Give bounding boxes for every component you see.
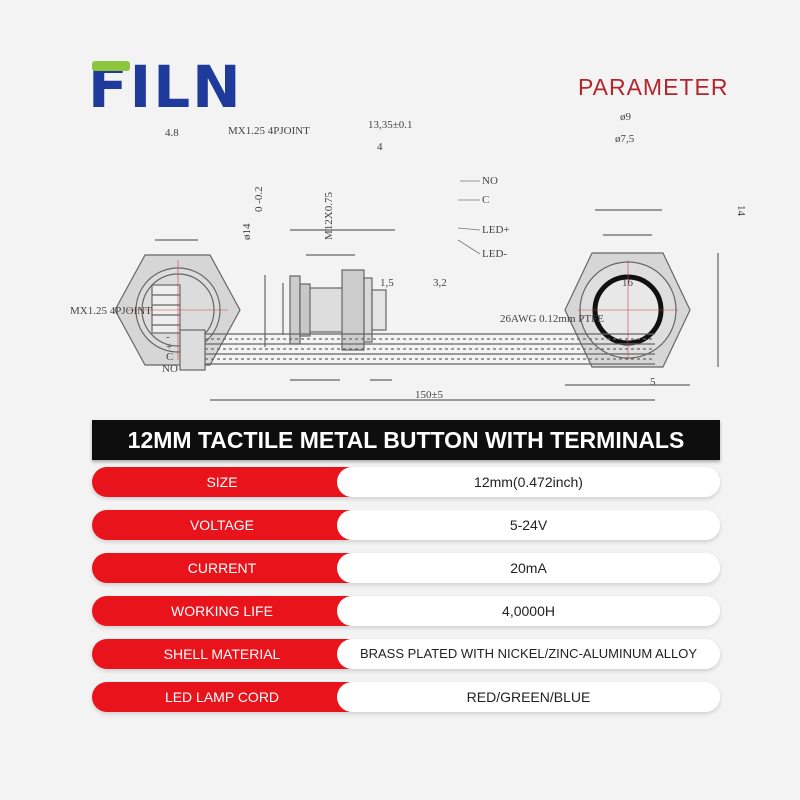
technical-drawing: 4.8 MX1.25 4PJOINT 13,35±0.1 4 ø14 0 -0.… — [70, 111, 747, 401]
pin-label: C — [482, 194, 489, 206]
spec-label: SIZE — [92, 467, 352, 497]
brand-logo: FILN — [88, 58, 243, 116]
spec-label: CURRENT — [92, 553, 352, 583]
cable-spec-label: 26AWG 0.12mm PTFE — [500, 313, 604, 325]
dim-side-length: 13,35±0.1 — [368, 119, 413, 131]
spec-value: 4,0000H — [337, 596, 720, 626]
pin-label: LED+ — [482, 224, 510, 236]
dim-diameter: ø14 — [241, 223, 253, 240]
spec-label: SHELL MATERIAL — [92, 639, 352, 669]
dim-height: 14 — [735, 205, 747, 217]
dim-strip-length: 5 — [650, 376, 656, 388]
dim-inner-ring: ø7,5 — [615, 133, 635, 145]
spec-label: LED LAMP CORD — [92, 682, 352, 712]
dim-flange: 1,5 — [380, 277, 394, 289]
cable-pin-label: NO — [162, 363, 178, 375]
spec-value: 5-24V — [337, 510, 720, 540]
page-heading: PARAMETER — [578, 74, 729, 100]
dim-front-width: 4.8 — [165, 127, 179, 139]
spec-value: RED/GREEN/BLUE — [337, 682, 720, 712]
connector-label: MX1.25 4PJOINT — [228, 125, 310, 137]
spec-value: BRASS PLATED WITH NICKEL/ZINC-ALUMINUM A… — [337, 639, 720, 669]
logo-text: ILN — [129, 53, 243, 121]
cable-pin-label: - — [166, 331, 170, 343]
dim-width: 16 — [622, 277, 634, 289]
dim-thread-length: 4 — [377, 141, 383, 153]
dim-cable-length: 150±5 — [415, 389, 444, 401]
dim-diameter-tolerance: 0 -0.2 — [253, 186, 265, 212]
pin-label: LED- — [482, 248, 507, 260]
dim-terminal: 3,2 — [433, 277, 447, 289]
cable-pin-label: C — [166, 351, 173, 363]
pin-label: NO — [482, 175, 498, 187]
dim-outer-ring: ø9 — [620, 111, 632, 123]
spec-label: WORKING LIFE — [92, 596, 352, 626]
cable-connector-label: MX1.25 4PJOINT — [70, 305, 152, 317]
cable-pin-label: + — [166, 341, 172, 353]
dim-thread: M12X0.75 — [323, 192, 335, 240]
product-title: 12MM TACTILE METAL BUTTON WITH TERMINALS — [92, 420, 720, 460]
spec-value: 20mA — [337, 553, 720, 583]
spec-value: 12mm(0.472inch) — [337, 467, 720, 497]
logo-letter-f: F — [88, 53, 130, 121]
spec-label: VOLTAGE — [92, 510, 352, 540]
